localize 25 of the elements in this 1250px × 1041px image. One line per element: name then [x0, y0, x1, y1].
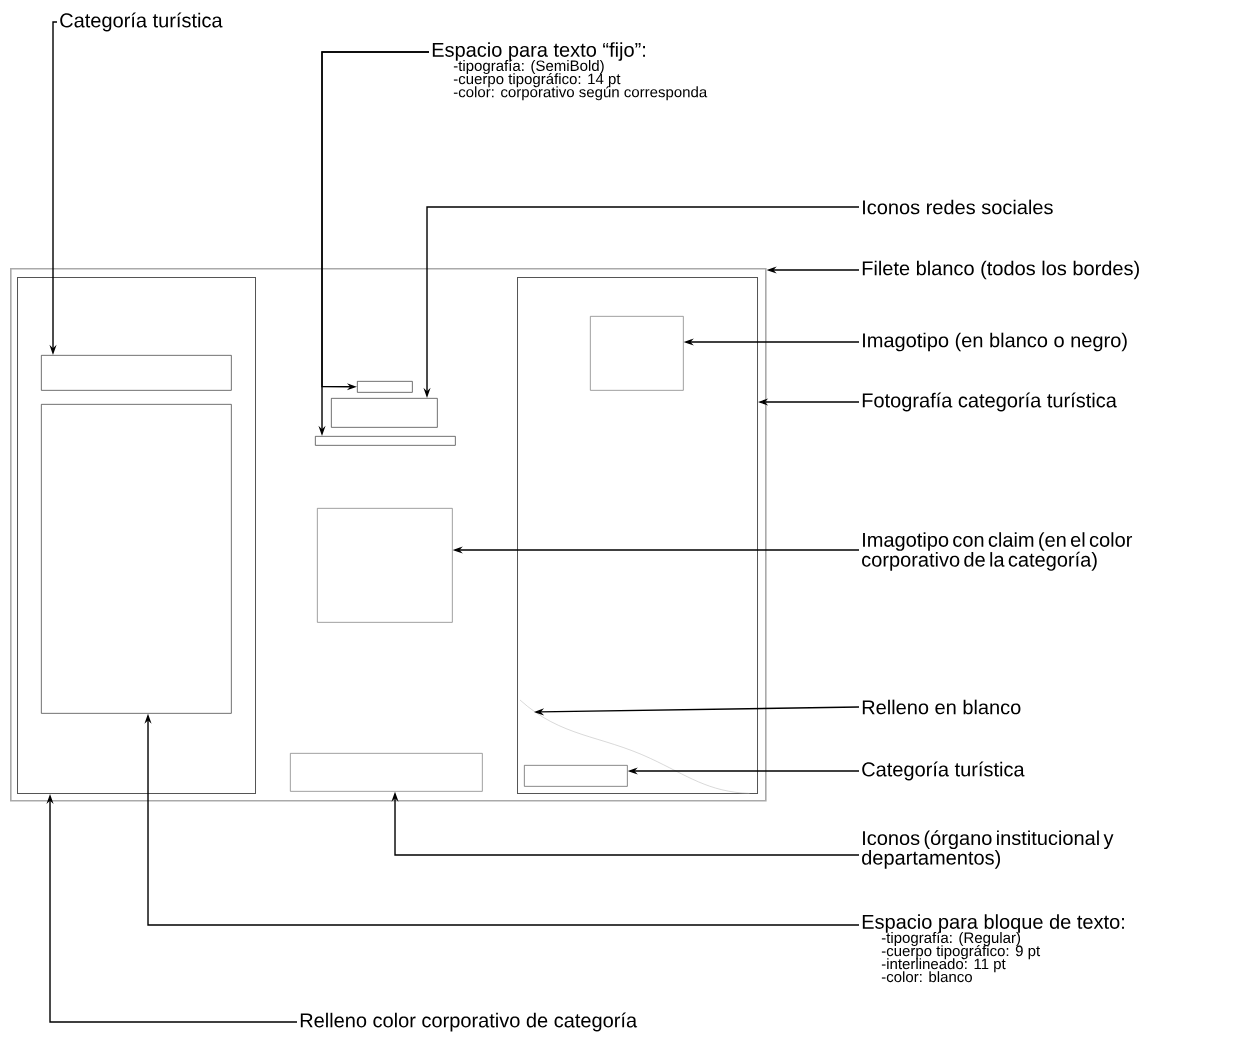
callout-label: Relleno en blanco	[862, 699, 1021, 715]
callout-label: Relleno color corporativo de categoría	[300, 1012, 638, 1032]
callout-label: Imagotipo con claim (en el color corporativo de la categoría)	[862, 532, 1133, 571]
callout-label: Iconos (órgano institucional y departamentos)	[862, 830, 1114, 869]
placeholder-box	[590, 316, 684, 391]
placeholder-box	[290, 753, 483, 792]
callout-label: Fotografía categoría turística	[862, 392, 1117, 412]
panel-frame	[17, 277, 256, 794]
placeholder-box	[331, 398, 438, 428]
page-frame	[10, 268, 767, 802]
callout-label: Espacio para bloque de texto: -tipografía: (Regular) -cuerpo tipográfico: 9 pt -interlineado: 11 pt -color: blanco	[862, 914, 1124, 983]
placeholder-box	[41, 404, 232, 714]
callout-label: Imagotipo (en blanco o negro)	[863, 332, 1127, 352]
placeholder-box	[524, 765, 628, 787]
callout-label: Espacio para texto “fijo”: -tipografía: (SemiBold) -cuerpo tipográfico: 14 pt -color: corporativo según corresponda	[432, 42, 708, 101]
callout-label: Iconos redes sociales	[863, 199, 1053, 215]
curve-line	[519, 699, 651, 759]
callout-label: Filete blanco (todos los bordes)	[862, 260, 1139, 280]
callout-label: Categoría turística	[60, 12, 223, 32]
placeholder-box	[357, 381, 413, 393]
callout-label: Categoría turística	[862, 761, 1025, 781]
placeholder-box	[41, 355, 232, 391]
panel-frame	[517, 277, 758, 794]
placeholder-box	[317, 508, 453, 623]
placeholder-box	[315, 436, 456, 446]
